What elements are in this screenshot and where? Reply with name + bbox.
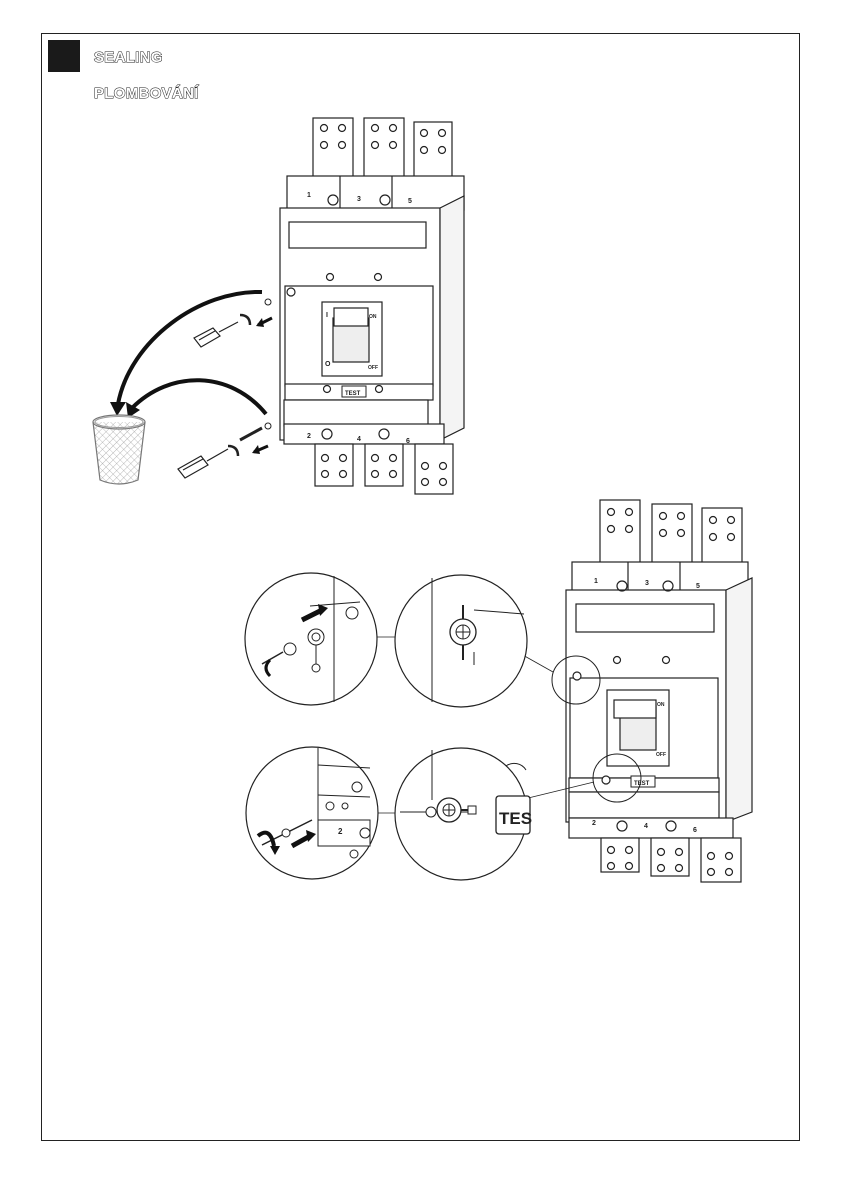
off-symbol: O bbox=[325, 361, 331, 368]
lower-bottom-terminal-label-2: 2 bbox=[592, 820, 596, 827]
lower-top-terminal-label-3: 3 bbox=[645, 580, 649, 587]
top-terminal-label-5: 5 bbox=[408, 198, 412, 205]
detail-sealed-upper bbox=[395, 575, 527, 707]
off-label: OFF bbox=[368, 365, 378, 371]
bottom-terminal-label-2: 2 bbox=[307, 433, 311, 440]
lower-test-label: TEST bbox=[634, 781, 650, 787]
label-window bbox=[289, 222, 426, 248]
disposal-arrow-lower bbox=[132, 380, 266, 414]
top-terminal-label-1: 1 bbox=[307, 192, 311, 199]
test-label: TEST bbox=[345, 391, 361, 397]
disposal-arrow-upper bbox=[118, 292, 262, 404]
screwdriver-upper bbox=[194, 315, 250, 347]
lower-bottom-terminal-label-4: 4 bbox=[644, 823, 648, 830]
detail-test-fragment: TES bbox=[499, 809, 532, 828]
detail-insert-upper-screw bbox=[245, 573, 377, 705]
top-terminal-label-3: 3 bbox=[357, 196, 361, 203]
on-symbol: I bbox=[326, 312, 328, 319]
lower-on-label: ON bbox=[657, 702, 665, 708]
detail-sealed-lower: TES bbox=[395, 748, 532, 880]
detail-terminal-label: 2 bbox=[338, 827, 343, 836]
top-busbars bbox=[313, 118, 452, 182]
lower-top-terminal-label-5: 5 bbox=[696, 583, 700, 590]
bottom-terminal-label-6: 6 bbox=[406, 438, 410, 445]
bottom-busbars bbox=[315, 444, 453, 494]
top-terminal-block bbox=[287, 176, 464, 210]
on-label: ON bbox=[369, 314, 377, 320]
bottom-terminal-label-4: 4 bbox=[357, 436, 361, 443]
screwdriver-lower bbox=[178, 428, 262, 478]
bottom-cover bbox=[284, 400, 428, 426]
lower-bottom-terminal-label-6: 6 bbox=[693, 827, 697, 834]
detail-insert-lower-screw: 2 bbox=[246, 747, 378, 879]
lower-off-label: OFF bbox=[656, 752, 666, 758]
lower-top-terminal-label-1: 1 bbox=[594, 578, 598, 585]
waste-bin-icon bbox=[93, 415, 145, 484]
